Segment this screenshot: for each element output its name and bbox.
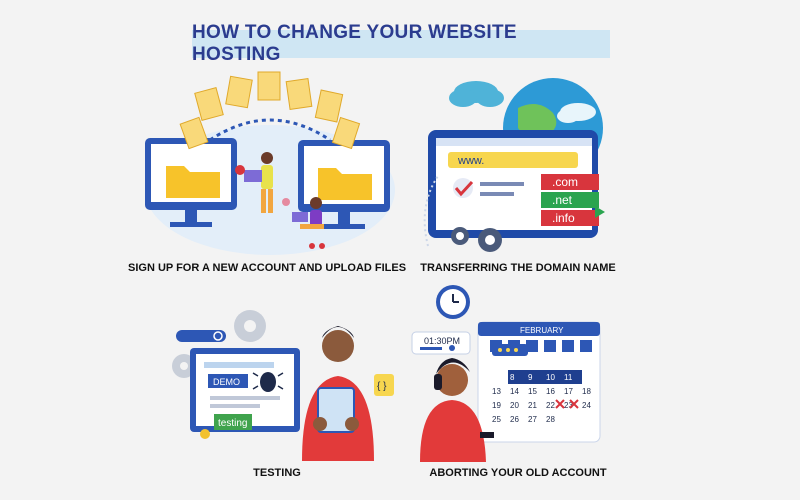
- step-caption-4: ABORTING YOUR OLD ACCOUNT: [429, 467, 607, 479]
- calendar-day: 22: [546, 401, 555, 410]
- calendar-day: 12: [582, 373, 591, 382]
- step-caption-1: SIGN UP FOR A NEW ACCOUNT AND UPLOAD FIL…: [128, 262, 407, 274]
- testing-illustration: DEMO testing { }: [170, 296, 400, 461]
- tablet-icon: [317, 387, 355, 433]
- cross-mark-icon: [569, 399, 579, 409]
- brackets-label: { }: [377, 381, 387, 392]
- domain-net-badge: [541, 192, 599, 208]
- calendar-day: 8: [510, 373, 515, 382]
- calendar-phone-illustration: 01:30PM FEBRUARY 8 9 10 11 12 13 14 15 16 17 18 19 2…: [408, 282, 618, 462]
- phone-icon: [434, 374, 442, 390]
- step-caption-2: TRANSFERRING THE DOMAIN NAME: [420, 262, 616, 274]
- domain-com-text: .com: [552, 175, 578, 189]
- tester-person-icon: [302, 326, 374, 461]
- calendar-day: 16: [546, 387, 555, 396]
- calendar-day: 9: [528, 373, 533, 382]
- file-transfer-illustration: [140, 70, 400, 260]
- time-label: 01:30PM: [424, 336, 460, 346]
- demo-label: DEMO: [213, 377, 240, 387]
- clock-icon: [436, 285, 470, 319]
- right-monitor-icon: [298, 140, 390, 229]
- gear-icon: [451, 227, 502, 252]
- calendar-day: 18: [582, 387, 591, 396]
- calendar-day: 27: [528, 415, 537, 424]
- calendar-day: 17: [564, 387, 573, 396]
- man-on-phone-icon: [420, 358, 494, 462]
- calendar-day: 13: [492, 387, 501, 396]
- calendar-day: 23: [564, 401, 573, 410]
- calendar-day: 25: [492, 415, 501, 424]
- calendar-day: 26: [510, 415, 519, 424]
- calendar-day: 10: [546, 373, 555, 382]
- document-icons: [179, 71, 361, 150]
- left-monitor-icon: [145, 138, 237, 227]
- page-title: HOW TO CHANGE YOUR WEBSITE HOSTING: [192, 22, 610, 65]
- calendar-day: 15: [528, 387, 537, 396]
- step-caption-3: TESTING: [253, 467, 301, 479]
- calendar-day: 19: [492, 401, 501, 410]
- search-bar: [176, 330, 226, 342]
- domain-info-text: .info: [552, 211, 575, 225]
- calendar-day: 24: [582, 401, 591, 410]
- month-label: FEBRUARY: [520, 326, 564, 335]
- cross-mark-icon: [555, 399, 565, 409]
- bug-icon: [252, 372, 284, 392]
- domain-info-badge: [541, 210, 599, 226]
- url-text: www.: [457, 155, 484, 167]
- cloud-icon: [449, 81, 504, 107]
- cloud-icon: [557, 103, 596, 123]
- calendar-day: 21: [528, 401, 537, 410]
- testing-label: testing: [218, 418, 247, 429]
- calendar-day: 20: [510, 401, 519, 410]
- calendar-day: 11: [564, 373, 573, 382]
- calendar-day: 14: [510, 387, 519, 396]
- domain-net-text: .net: [552, 193, 573, 207]
- domain-com-badge: [541, 174, 599, 190]
- calendar-day: 28: [546, 415, 555, 424]
- person-standing-icon: [244, 152, 273, 213]
- person-sitting-icon: [292, 197, 325, 249]
- domain-browser-illustration: www. .com .net .info: [418, 68, 618, 258]
